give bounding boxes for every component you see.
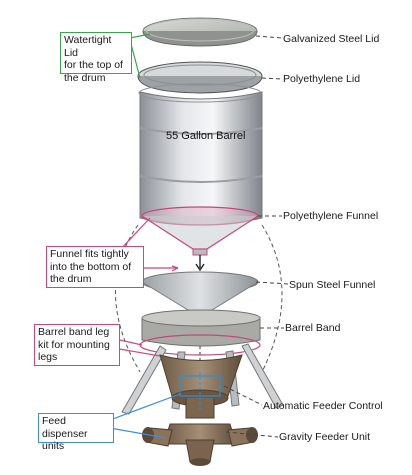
label-automatic-feeder-control: Automatic Feeder Control [263,400,383,412]
callout-feed-dispenser: Feed dispenser units [38,413,114,452]
callout-funnel-fits: Funnel fits tightly into the bottom of t… [46,246,144,288]
barrel [138,83,263,226]
label-polyethylene-funnel: Polyethylene Funnel [283,210,379,222]
label-spun-steel-funnel: Spun Steel Funnel [289,279,376,291]
polyethylene-funnel [141,206,259,256]
label-leaders [223,35,289,438]
label-gravity-feeder-unit: Gravity Feeder Unit [279,431,371,443]
label-galvanized-steel-lid: Galvanized Steel Lid [283,33,380,45]
callout-legkit-line-1: Barrel band leg [38,326,110,338]
callout-leg-kit: Barrel band leg kit for mounting legs [34,324,120,366]
callout-dispenser-line-2: units [42,440,65,452]
callout-watertight-lid: Watertight Lid for the top of the drum [60,32,132,84]
callout-legkit-line-2: kit for mounting [38,338,110,351]
callout-funnel-line-3: the drum [50,273,92,285]
callout-funnel-line-2: into the bottom of [50,260,132,273]
callout-legkit-line-3: legs [38,351,58,363]
callout-dispenser-line-1: Feed dispenser [42,415,88,440]
callout-watertight-line-3: the drum [64,71,106,84]
automatic-feeder-control [159,354,243,419]
label-polyethylene-lid: Polyethylene Lid [283,73,361,85]
galvanized-steel-lid [142,17,258,47]
label-55-gallon-barrel: 55 Gallon Barrel [166,130,246,142]
callout-watertight-line-1: Watertight Lid [64,34,112,59]
label-barrel-band: Barrel Band [285,322,341,334]
callout-funnel-line-1: Funnel fits tightly [50,248,129,260]
polyethylene-lid [137,61,263,94]
gravity-feeder-unit [142,423,258,466]
callout-watertight-line-2: for the top of [64,59,123,71]
